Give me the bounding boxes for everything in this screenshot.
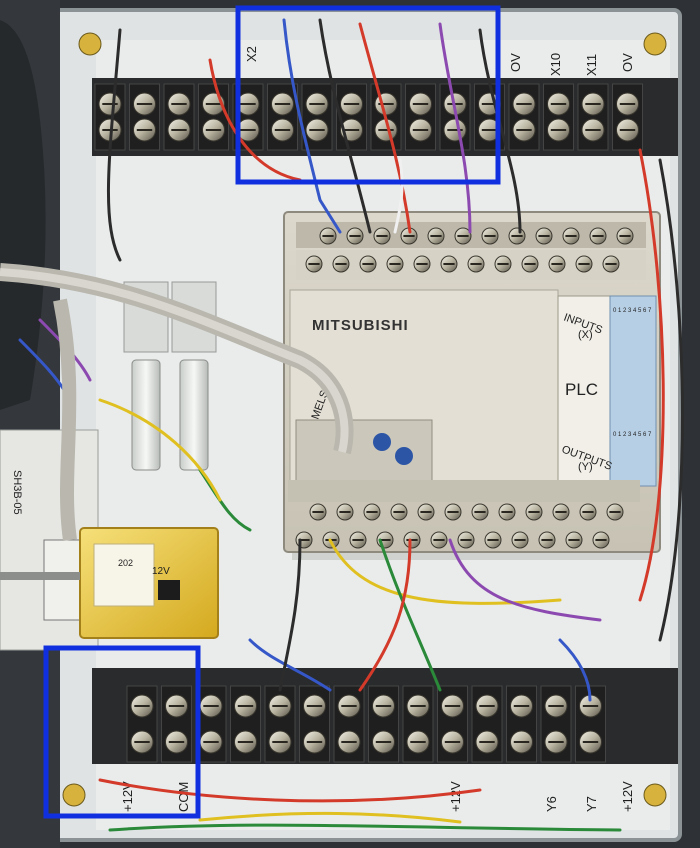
wire [558,638,592,702]
wire [98,398,222,502]
wire [448,538,602,622]
label-x10: X10 [548,53,563,76]
label-y7: Y7 [584,796,599,812]
relay-voltage-label: 12V [152,566,170,577]
plc-brand-label: MITSUBISHI [312,317,409,334]
wire [358,22,412,234]
highlight-box-bottom-left-terminals [43,645,201,819]
wire [278,538,302,692]
wire [658,158,684,642]
bottom-terminal-strip [126,685,606,763]
relay-assembly: SH3B-05 12V 202 [0,429,219,651]
label-ov-b: OV [620,53,635,72]
mount-screw-bottom-right [643,783,667,807]
relay-code-label: 202 [118,558,133,568]
wire [318,18,372,234]
top-terminal-strip [94,83,643,151]
highlight-box-top-terminals [235,5,501,185]
plc-input-led-digits: 0 1 2 3 4 5 6 7 [613,308,652,314]
label-ov-a: OV [508,53,523,72]
plc-dial-2 [395,447,413,465]
mount-screw-top-right [643,32,667,56]
plc-unit: MITSUBISHI MELSEC PLC INPUTS (X) OUTPUTS… [283,211,661,553]
wire [438,22,472,234]
plc-output-led-digits: 0 1 2 3 4 5 6 7 [613,432,652,438]
bottom-strip-labels: +12V COM +12V Y6 Y7 +12V [120,781,635,812]
wire [478,28,522,234]
wire [393,158,404,234]
mounting-screws [62,32,667,807]
label-x11: X11 [584,54,599,76]
plc-input-terminals [305,227,634,273]
wire [378,538,442,692]
label-y6: Y6 [544,796,559,812]
wire [282,18,342,234]
relay-socket-label: SH3B-05 [11,470,23,515]
wire [198,811,462,824]
label-x2: X2 [244,46,259,62]
wire [98,778,482,803]
plc-dial-1 [373,433,391,451]
plc-center-label: PLC [565,380,598,399]
communication-cable [0,263,354,541]
plc-inputs-sub: (X) [578,329,593,341]
wire [638,148,665,602]
plc-output-terminals [295,503,624,549]
label-com: COM [176,782,191,812]
wire [106,28,122,262]
plc-outputs-sub: (Y) [578,461,593,473]
wire [358,538,412,692]
label-plus12-a: +12V [120,781,135,812]
top-strip-labels: X2 OV X10 X11 OV [244,46,635,76]
wiring [18,18,684,832]
mount-screw-bottom-left [62,783,86,807]
label-plus12-c: +12V [620,781,635,812]
highlight-boxes [43,5,501,819]
wire [108,823,622,832]
mount-screw-top-left [78,32,102,56]
label-plus12-b: +12V [448,781,463,812]
fuse-2 [179,359,209,471]
